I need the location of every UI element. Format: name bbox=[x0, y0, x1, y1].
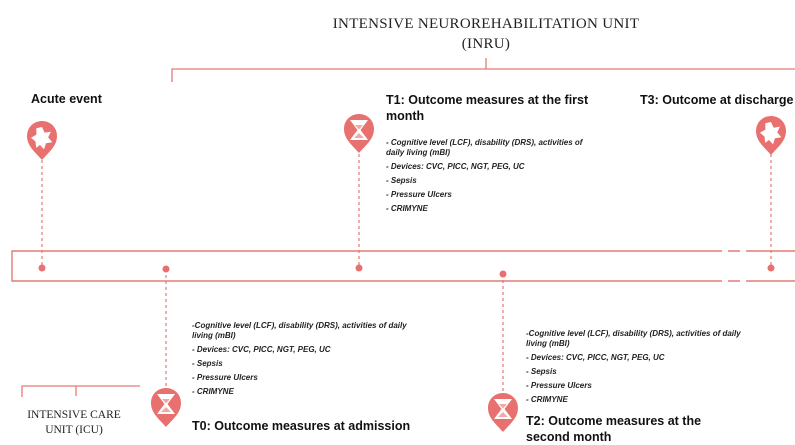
list-item: - Devices: CVC, PICC, NGT, PEG, UC bbox=[526, 353, 665, 362]
t0-title: T0: Outcome measures at admission bbox=[192, 419, 411, 433]
inru-title-line1: INTENSIVE NEUROREHABILITATION UNIT bbox=[332, 16, 640, 32]
list-item: - CRIMYNE bbox=[386, 204, 428, 213]
acute-dot bbox=[38, 264, 46, 272]
t1-title: T1: Outcome measures at the first month bbox=[386, 93, 589, 123]
t0-dot bbox=[162, 265, 170, 273]
icu-bracket bbox=[21, 385, 140, 397]
list-item: -Cognitive level (LCF), disability (DRS)… bbox=[192, 321, 407, 340]
star-badge-pin-icon bbox=[27, 121, 57, 160]
list-item: - Sepsis bbox=[192, 359, 223, 368]
acute-event-title: Acute event bbox=[31, 92, 102, 106]
hourglass-pin-icon bbox=[488, 393, 518, 432]
timeline-bar bbox=[11, 249, 795, 283]
list-item: - Pressure Ulcers bbox=[526, 381, 592, 390]
inru-title-line2: (INRU) bbox=[461, 36, 511, 52]
hourglass-pin-icon bbox=[151, 388, 181, 427]
list-item: - Cognitive level (LCF), disability (DRS… bbox=[386, 138, 583, 157]
list-item: - CRIMYNE bbox=[526, 395, 568, 404]
t2-title: T2: Outcome measures at the second month bbox=[526, 414, 702, 444]
t2-measures: -Cognitive level (LCF), disability (DRS)… bbox=[526, 329, 741, 409]
list-item: - Sepsis bbox=[386, 176, 417, 185]
icu-label-line1: INTENSIVE CARE bbox=[27, 409, 121, 421]
inru-title: INTENSIVE NEUROREHABILITATION UNIT (INRU… bbox=[286, 14, 686, 54]
list-item: - CRIMYNE bbox=[192, 387, 234, 396]
t3-title: T3: Outcome at discharge bbox=[640, 93, 794, 107]
t1-measures: - Cognitive level (LCF), disability (DRS… bbox=[386, 138, 601, 218]
list-item: - Devices: CVC, PICC, NGT, PEG, UC bbox=[192, 345, 331, 354]
t0-measures: -Cognitive level (LCF), disability (DRS)… bbox=[192, 321, 407, 401]
t1-dot bbox=[355, 264, 363, 272]
icu-label-line2: UNIT (ICU) bbox=[45, 424, 103, 436]
icu-label: INTENSIVE CARE UNIT (ICU) bbox=[4, 408, 144, 438]
star-badge-pin-icon bbox=[756, 116, 786, 155]
t2-dot bbox=[499, 270, 507, 278]
list-item: - Pressure Ulcers bbox=[386, 190, 452, 199]
list-item: - Pressure Ulcers bbox=[192, 373, 258, 382]
hourglass-pin-icon bbox=[344, 114, 374, 153]
list-item: -Cognitive level (LCF), disability (DRS)… bbox=[526, 329, 741, 348]
t3-dot bbox=[767, 264, 775, 272]
list-item: - Sepsis bbox=[526, 367, 557, 376]
list-item: - Devices: CVC, PICC, NGT, PEG, UC bbox=[386, 162, 525, 171]
inru-bracket bbox=[171, 58, 795, 82]
